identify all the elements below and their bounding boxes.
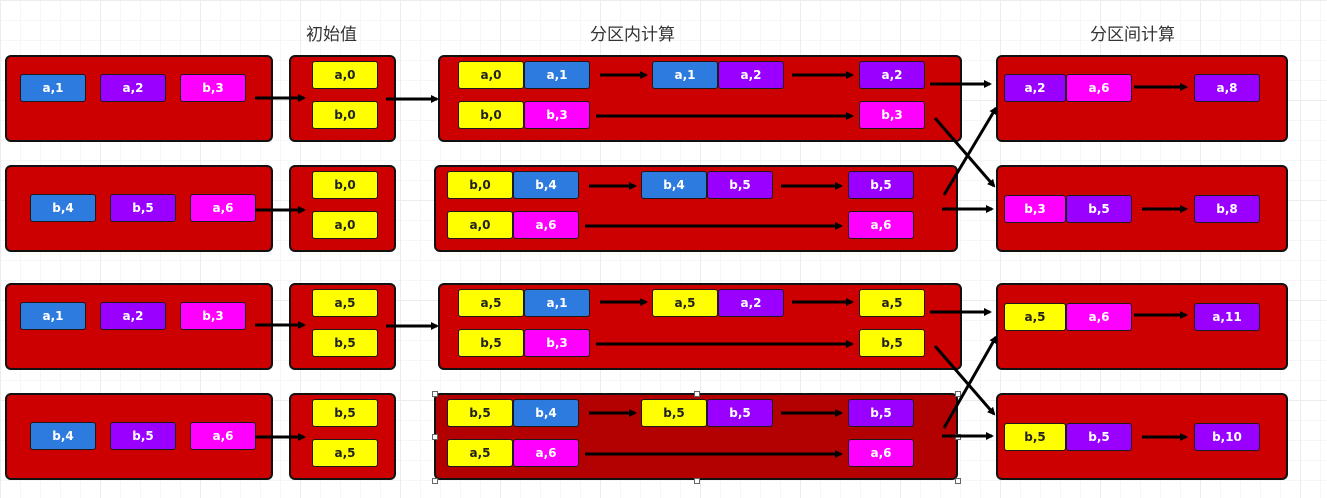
chip[interactable]: b,5	[1066, 423, 1132, 451]
chip[interactable]: a,0	[458, 61, 524, 89]
chip[interactable]: b,5	[707, 171, 773, 199]
chip[interactable]: b,5	[312, 329, 378, 357]
chip[interactable]: a,2	[718, 289, 784, 317]
selection-handle[interactable]	[694, 478, 700, 484]
chip[interactable]: b,5	[707, 399, 773, 427]
chip[interactable]: b,5	[110, 422, 176, 450]
heading-intra-partition: 分区内计算	[590, 25, 675, 45]
chip[interactable]: b,5	[447, 399, 513, 427]
selection-handle[interactable]	[432, 434, 438, 440]
chip[interactable]: b,0	[312, 171, 378, 199]
chip[interactable]: a,1	[652, 61, 718, 89]
chip[interactable]: a,6	[190, 422, 256, 450]
chip[interactable]: a,2	[859, 61, 925, 89]
chip[interactable]: a,2	[100, 74, 166, 102]
chip[interactable]: b,3	[180, 74, 246, 102]
chip[interactable]: a,2	[100, 302, 166, 330]
chip[interactable]: a,2	[718, 61, 784, 89]
chip[interactable]: b,4	[30, 422, 96, 450]
chip[interactable]: b,5	[1066, 195, 1132, 223]
selection-handle[interactable]	[694, 391, 700, 397]
chip[interactable]: b,4	[513, 171, 579, 199]
chip[interactable]: b,3	[180, 302, 246, 330]
chip[interactable]: b,5	[312, 399, 378, 427]
chip[interactable]: a,1	[524, 289, 590, 317]
chip[interactable]: b,5	[848, 399, 914, 427]
chip[interactable]: a,6	[190, 194, 256, 222]
chip[interactable]: a,5	[458, 289, 524, 317]
chip[interactable]: a,5	[1004, 303, 1066, 331]
chip[interactable]: a,6	[513, 211, 579, 239]
heading-initial-value: 初始值	[306, 25, 357, 45]
chip[interactable]: a,6	[848, 439, 914, 467]
chip[interactable]: b,4	[513, 399, 579, 427]
chip[interactable]: a,0	[447, 211, 513, 239]
chip[interactable]: b,0	[458, 101, 524, 129]
chip[interactable]: b,10	[1194, 423, 1260, 451]
chip[interactable]: a,5	[312, 439, 378, 467]
chip[interactable]: a,11	[1194, 303, 1260, 331]
chip[interactable]: a,1	[20, 74, 86, 102]
chip[interactable]: b,0	[312, 101, 378, 129]
chip[interactable]: b,5	[859, 329, 925, 357]
chip[interactable]: a,5	[859, 289, 925, 317]
chip[interactable]: a,6	[1066, 303, 1132, 331]
chip[interactable]: a,8	[1194, 74, 1260, 102]
selection-handle[interactable]	[432, 478, 438, 484]
chip[interactable]: a,6	[1066, 74, 1132, 102]
heading-inter-partition: 分区间计算	[1090, 25, 1175, 45]
selection-handle[interactable]	[955, 391, 961, 397]
chip[interactable]: b,5	[458, 329, 524, 357]
chip[interactable]: b,3	[524, 101, 590, 129]
chip[interactable]: a,5	[447, 439, 513, 467]
chip[interactable]: b,5	[1004, 423, 1066, 451]
chip[interactable]: b,5	[848, 171, 914, 199]
chip[interactable]: b,3	[1004, 195, 1066, 223]
arrow-to-merge	[933, 345, 996, 416]
chip[interactable]: a,0	[312, 211, 378, 239]
chip[interactable]: a,5	[652, 289, 718, 317]
selection-handle[interactable]	[432, 391, 438, 397]
chip[interactable]: a,6	[513, 439, 579, 467]
arrow-to-merge	[942, 335, 998, 429]
chip[interactable]: a,2	[1004, 74, 1066, 102]
chip[interactable]: b,8	[1194, 195, 1260, 223]
chip[interactable]: b,0	[447, 171, 513, 199]
arrow-to-merge	[942, 106, 998, 196]
chip[interactable]: a,5	[312, 289, 378, 317]
chip[interactable]: b,4	[30, 194, 96, 222]
chip[interactable]: b,4	[641, 171, 707, 199]
chip[interactable]: a,0	[312, 61, 378, 89]
chip[interactable]: a,1	[20, 302, 86, 330]
selection-handle[interactable]	[955, 478, 961, 484]
arrow-to-merge	[933, 117, 996, 188]
chip[interactable]: b,3	[859, 101, 925, 129]
chip[interactable]: b,3	[524, 329, 590, 357]
chip[interactable]: a,6	[848, 211, 914, 239]
chip[interactable]: b,5	[641, 399, 707, 427]
chip[interactable]: b,5	[110, 194, 176, 222]
chip[interactable]: a,1	[524, 61, 590, 89]
